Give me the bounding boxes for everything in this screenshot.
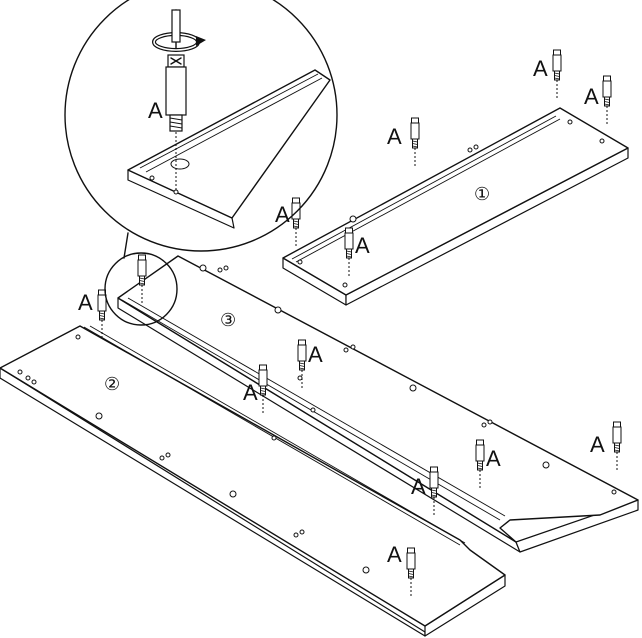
panel-1: ① (282, 107, 629, 306)
dowel-a-12 (612, 421, 622, 471)
panel-3-number: ③ (220, 310, 236, 331)
label-a-10: A (411, 474, 426, 499)
dowel-a-7 (97, 289, 107, 339)
dowel-a-3 (410, 117, 420, 167)
label-a-3: A (387, 124, 402, 149)
dowel-labels: A A A A A A A A A A A A (78, 56, 605, 567)
dowel-a-9 (258, 364, 268, 414)
panel-3: ③ (117, 255, 639, 553)
dowel-a-4 (291, 197, 301, 247)
dowel-a-1 (552, 49, 562, 99)
rotation-arrow-icon (152, 9, 206, 52)
label-a-7: A (308, 342, 323, 367)
label-a-6: A (78, 290, 93, 315)
dowel-a-2 (602, 75, 612, 125)
label-a-9: A (486, 446, 501, 471)
label-a-8: A (243, 380, 258, 405)
label-a-5: A (355, 233, 370, 258)
label-a-12: A (387, 542, 402, 567)
dowel-a-11 (429, 466, 439, 516)
detail-panel-corner (127, 69, 331, 229)
panel-1-number: ① (474, 184, 490, 205)
label-a-11: A (590, 432, 605, 457)
panel-2-number: ② (104, 374, 120, 395)
detail-label-a: A (148, 98, 163, 123)
detail-callout: A (64, 0, 338, 326)
label-a-2: A (584, 84, 599, 109)
label-a-1: A (533, 56, 548, 81)
panel-2: ② (0, 325, 506, 637)
